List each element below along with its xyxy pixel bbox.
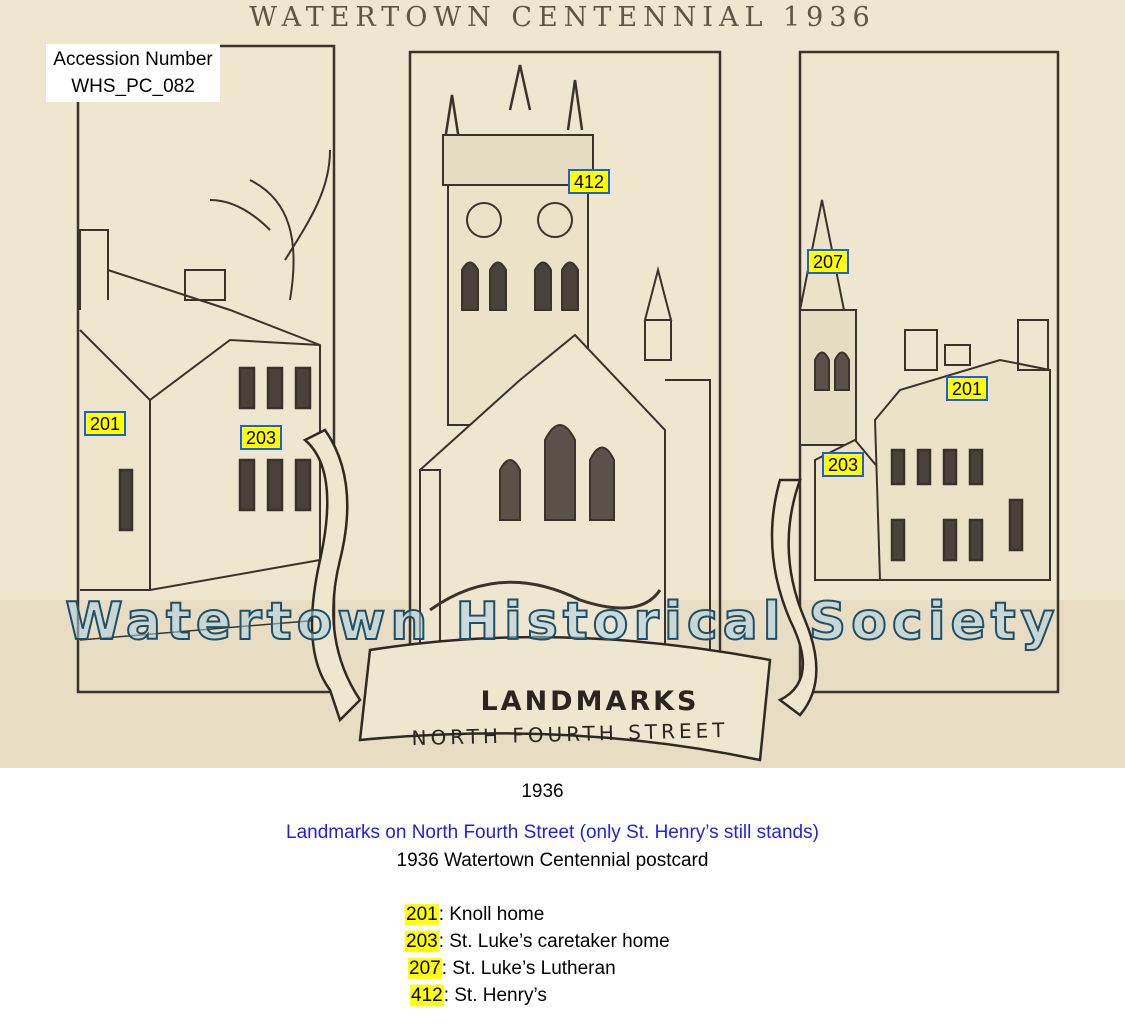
legend-number: 412 [410, 985, 444, 1006]
scroll-banner [302, 428, 818, 762]
tag-201-right: 201 [946, 376, 989, 401]
caption-subtitle: 1936 Watertown Centennial postcard [396, 850, 709, 871]
legend: 201: Knoll home 203: St. Luke’s caretake… [405, 903, 805, 1011]
legend-item: 207: St. Luke’s Lutheran [405, 957, 805, 984]
accession-label: Accession Number [53, 49, 213, 70]
accession-number: WHS_PC_082 [71, 76, 195, 97]
postcard-sketch [0, 44, 1125, 768]
legend-number: 201 [405, 904, 439, 925]
legend-item: 412: St. Henry’s [405, 984, 805, 1011]
legend-item: 203: St. Luke’s caretaker home [405, 930, 805, 957]
tag-203-left: 203 [240, 425, 283, 450]
accession-box: Accession Number WHS_PC_082 [46, 44, 220, 102]
legend-text: : Knoll home [438, 904, 545, 925]
watermark: Watertown Historical Society [64, 591, 1060, 653]
banner-title: LANDMARKS [480, 686, 700, 717]
caption-title: Landmarks on North Fourth Street (only S… [286, 822, 819, 843]
left-panel [76, 44, 336, 694]
legend-text: : St. Henry’s [443, 985, 547, 1006]
legend-item: 201: Knoll home [405, 903, 805, 930]
tag-207: 207 [807, 249, 850, 274]
tag-203-right: 203 [822, 452, 865, 477]
tag-201-left: 201 [84, 411, 127, 436]
postcard-header: WATERTOWN CENTENNIAL 1936 [249, 2, 876, 33]
legend-number: 207 [408, 958, 442, 979]
tag-412: 412 [568, 169, 611, 194]
caption-year: 1936 [521, 781, 564, 802]
legend-number: 203 [405, 931, 439, 952]
postcard-image: WATERTOWN CENTENNIAL 1936 Accession Numb… [0, 0, 1125, 768]
legend-text: : St. Luke’s Lutheran [441, 958, 616, 979]
legend-text: : St. Luke’s caretaker home [438, 931, 670, 952]
center-panel [408, 50, 722, 672]
